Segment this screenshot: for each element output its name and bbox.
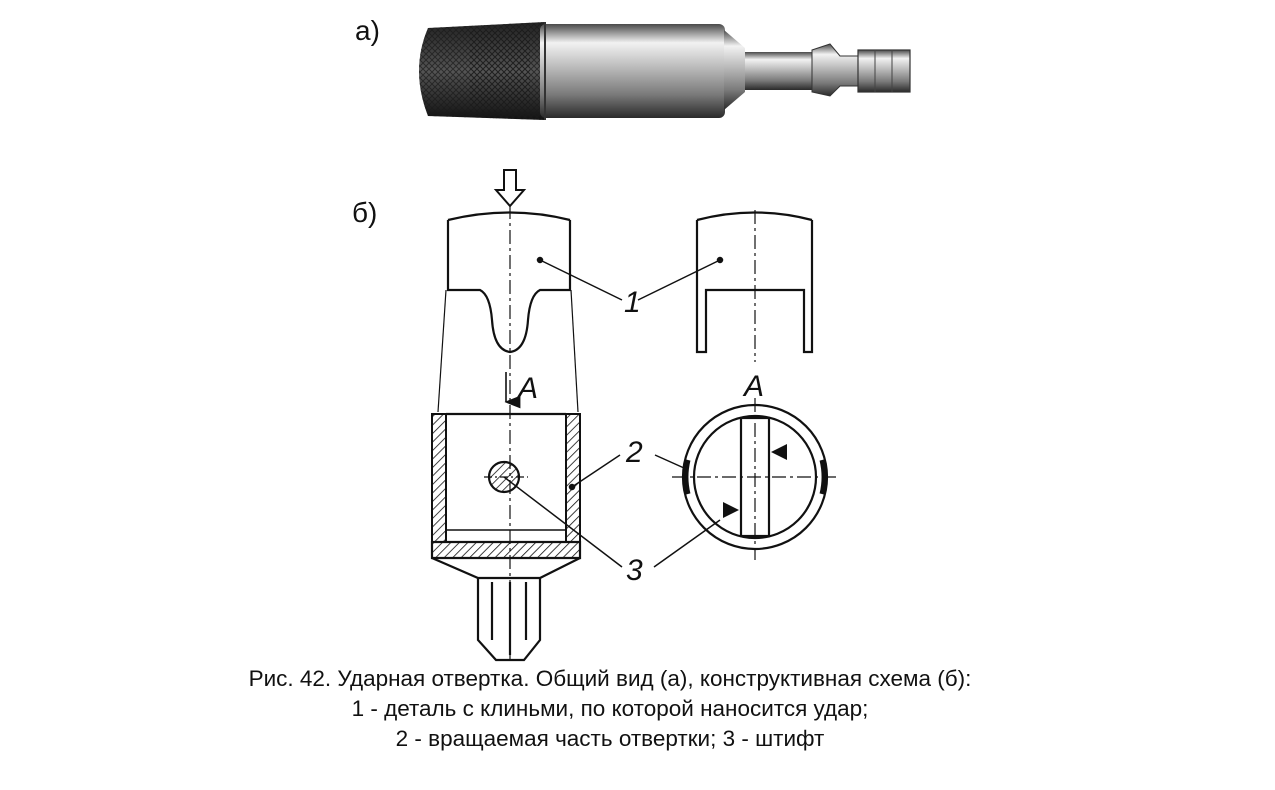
- view-label-a-right: А: [742, 370, 764, 403]
- impact-arrow-icon: [493, 169, 527, 208]
- caption-line-3: 2 - вращаемая часть отвертки; 3 - штифт: [395, 726, 825, 751]
- callout-3: 3: [626, 554, 643, 587]
- caption-line-1: Рис. 42. Ударная отвертка. Общий вид (а)…: [248, 666, 972, 691]
- panel-label-a: а): [355, 15, 380, 46]
- scheme-right-view: [672, 210, 840, 560]
- callout-2: 2: [625, 436, 643, 469]
- callout-leaders: [503, 256, 724, 568]
- scheme-left-view: [430, 169, 582, 662]
- view-label-a-left: А: [516, 372, 538, 405]
- panel-label-b: б): [352, 197, 377, 228]
- caption-line-2: 1 - деталь с клиньми, по которой наносит…: [351, 696, 869, 721]
- figure-caption: Рис. 42. Ударная отвертка. Общий вид (а)…: [0, 664, 1220, 754]
- callout-1: 1: [624, 286, 641, 319]
- screwdriver-photo: [419, 22, 911, 120]
